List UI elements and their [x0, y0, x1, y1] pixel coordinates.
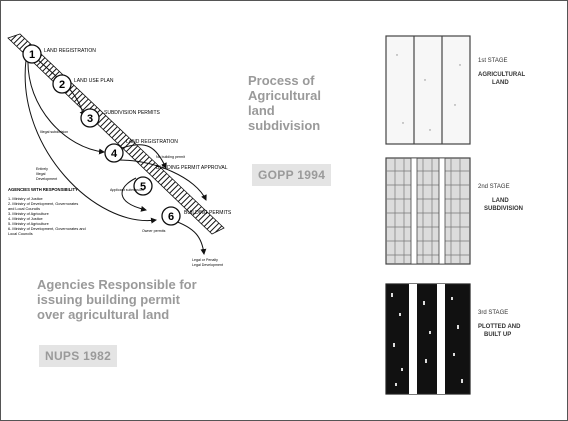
illegal-subdivision-note: Illegal subdivision	[40, 130, 68, 134]
arrow-1-to-6	[24, 59, 157, 224]
step-circle-1: 1	[22, 44, 42, 64]
svg-text:4: 4	[111, 148, 118, 160]
arrow-5-to-6	[121, 177, 147, 212]
agency-item: 5- Ministry of Agriculture	[8, 222, 49, 226]
agency-item: 2- Ministry of Development, Governorates	[8, 202, 78, 206]
agencies-title: AGENCIES WITH RESPONSIBILITY	[8, 187, 78, 192]
agency-item: 6- Ministry of Development, Governorates…	[8, 227, 86, 231]
step-label-4: LAND REGISTRATION	[126, 139, 178, 145]
right-caption: Process of Agricultural land subdivision	[248, 73, 321, 133]
arrow-4-to-5	[121, 144, 167, 169]
step-circle-6: 6	[161, 206, 181, 226]
applicant-submission-note: Applicant submission	[110, 188, 144, 192]
stage-2-label: 2nd STAGE LAND SUBDIVISION	[478, 184, 524, 212]
step-circle-5: 5	[133, 176, 153, 196]
owner-permits-note: Owner permits	[142, 229, 166, 233]
agency-item: 3- Ministry of Agriculture	[8, 212, 49, 216]
agency-item: 4- Ministry of Justice	[8, 217, 43, 221]
svg-text:6: 6	[168, 211, 174, 223]
nups-badge: NUPS 1982	[39, 345, 118, 367]
arrow-6-legal	[171, 219, 207, 255]
stage-1-label: 1st STAGE AGRICULTURAL LAND	[478, 58, 526, 86]
step-circle-2: 2	[52, 74, 72, 94]
illegal-dev-note-1: Entirely	[36, 167, 48, 171]
stage-panel-agricultural-land	[385, 35, 471, 145]
permit-process-diagram: 1 2 3 4 5 6 LAND REGISTRATION LAND USE P…	[7, 33, 232, 267]
legal-penalty-note: Legal or Penalty	[192, 258, 218, 262]
left-caption: Agencies Responsible for issuing buildin…	[37, 277, 197, 322]
no-building-permit-note: No building permit	[156, 155, 185, 159]
illegal-dev-note-3: Development	[36, 177, 57, 181]
illegal-dev-note-2: Illegal	[36, 172, 46, 176]
arrow-4-to-permits	[117, 159, 207, 201]
step-label-3: SUBDIVISION PERMITS	[104, 110, 161, 116]
svg-text:2: 2	[59, 79, 65, 91]
stage-panel-land-subdivision	[385, 157, 471, 265]
legal-development-note: Legal Development	[192, 263, 223, 267]
gopp-badge: GOPP 1994	[252, 164, 332, 186]
step-label-6: BUILDING PERMITS	[184, 210, 232, 216]
step-circle-3: 3	[80, 108, 100, 128]
svg-text:3: 3	[87, 113, 93, 125]
svg-text:5: 5	[140, 181, 146, 193]
step-label-1: LAND REGISTRATION	[44, 48, 96, 54]
step-label-2: LAND USE PLAN	[74, 78, 114, 84]
svg-text:1: 1	[29, 49, 35, 61]
agency-item: 1- Ministry of Justice	[8, 197, 43, 201]
arrow-1-to-4	[27, 57, 105, 155]
stage-panel-plotted-built-up	[385, 283, 471, 395]
stage-3-label: 3rd STAGE PLOTTED AND BUILT UP	[478, 310, 521, 338]
step-label-5: BUILDING PERMIT APPROVAL	[156, 165, 228, 171]
step-circle-4: 4	[104, 143, 124, 163]
agency-item: Local Councils	[8, 232, 33, 236]
agency-item: and Local Councils	[8, 207, 40, 211]
